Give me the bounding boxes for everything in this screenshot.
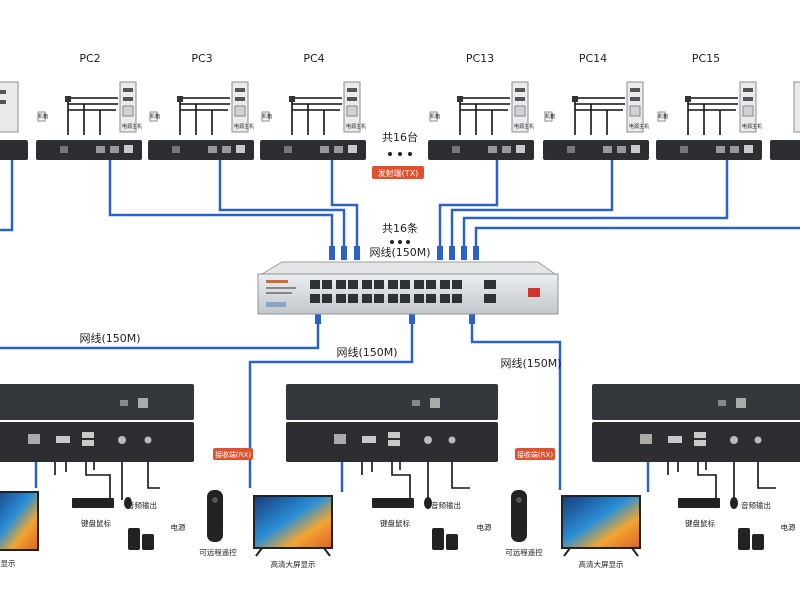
display-label: 高清大屏显示 [271,559,316,569]
rx-badge-label: 接收端(RX) [215,450,251,459]
ellipsis-icon [390,240,410,244]
display-label: 显示 [1,559,16,568]
power-label: 电源 [171,522,186,532]
remote-label: 可远程遥控 [505,547,543,557]
svg-text:机箱: 机箱 [658,113,668,120]
rj45-port-icon [640,434,652,444]
cable-plugs [315,246,479,324]
pc-unit: PC4 机箱 电源主机 [260,52,366,160]
switch-ports [310,280,496,303]
wall-outlet-icon [261,111,270,122]
pc-label: PC14 [579,52,607,65]
tx-badge [372,166,424,179]
remote-label: 可远程遥控 [199,547,237,557]
pc-label: PC3 [191,52,212,65]
svg-text:机箱: 机箱 [262,113,272,120]
remote-control: 可远程遥控 接收端(RX) [505,448,555,557]
link-label: 网线(150M) [500,356,561,370]
cable-label: 网线(150M) [369,245,430,259]
speaker-icon [432,528,444,550]
pc-unit [0,81,28,160]
pc-unit [770,81,800,160]
svg-text:电源主机: 电源主机 [234,123,254,130]
audio-label: 音频输出 [741,500,771,510]
rx-extender-top [592,384,800,420]
link-label: 网线(150M) [79,331,140,345]
remote-control: 可远程遥控 接收端(RX) [199,448,253,557]
pc-count-label: 共16台 [382,130,418,144]
rx-extender-top [286,384,498,420]
wall-outlet-icon [149,111,158,122]
speaker-icon [738,528,750,550]
svg-text:机箱: 机箱 [38,113,48,120]
wall-outlet-icon [657,111,666,122]
rj45-port-icon [28,434,40,444]
wall-outlet-icon [429,111,438,122]
pc-unit: PC15 机箱 电源主机 [656,52,762,160]
monitor-icon [0,491,39,551]
monitor-icon [561,495,641,549]
keyboard-label: 键盘鼠标 [380,518,410,528]
pc-unit: PC13 机箱 电源主机 [428,52,534,160]
svg-text:机箱: 机箱 [150,113,160,120]
svg-text:电源主机: 电源主机 [122,123,142,130]
keyboard-icon [372,498,414,508]
tx-extender [428,140,534,160]
keyboard-icon [678,498,720,508]
svg-text:电源主机: 电源主机 [742,123,762,130]
rx-badge [213,448,253,460]
svg-text:电源主机: 电源主机 [346,123,366,130]
mouse-icon [424,497,432,509]
tx-extender [543,140,649,160]
rx-extender-top [0,384,194,420]
receiver-unit: 键盘鼠标 音频输出 电源 高清大屏显示 [253,384,498,569]
rx-badge-label: 接收端(RX) [517,450,553,459]
svg-text:机箱: 机箱 [430,113,440,120]
rj45-port-icon [334,434,346,444]
keyboard-label: 键盘鼠标 [685,518,715,528]
pc-unit: PC14 机箱 电源主机 [543,52,649,160]
keyboard-icon [72,498,114,508]
tx-extender [36,140,142,160]
display-label: 高清大屏显示 [579,559,624,569]
tx-extender [656,140,762,160]
tx-extender [148,140,254,160]
receiver-unit: 键盘鼠标 音频输出 电源 显示 [0,384,194,568]
remote-icon [511,490,527,542]
audio-label: 音频输出 [431,500,461,510]
wall-outlet-icon [544,111,553,122]
pc-unit: PC3 机箱 电源主机 [148,52,254,160]
mouse-icon [730,497,738,509]
pc-label: PC15 [692,52,720,65]
mouse-icon [124,497,132,509]
link-label: 网线(150M) [336,345,397,359]
pc-label: PC13 [466,52,494,65]
audio-label: 音频输出 [127,500,157,510]
remote-icon [207,490,223,542]
keyboard-label: 键盘鼠标 [81,518,111,528]
tx-extender [260,140,366,160]
power-label: 电源 [477,522,492,532]
svg-text:机箱: 机箱 [545,113,555,120]
monitor-icon [253,495,333,549]
network-switch [257,261,559,315]
svg-text:电源主机: 电源主机 [514,123,534,130]
power-label: 电源 [781,522,796,532]
pc-label: PC4 [303,52,324,65]
tx-badge-label: 发射端(TX) [378,168,419,178]
cable-count-label: 共16条 [382,221,418,235]
svg-text:电源主机: 电源主机 [629,123,649,130]
receiver-unit: 键盘鼠标 音频输出 电源 高清大屏显示 [561,384,800,569]
rx-badge [515,448,555,460]
wall-outlet-icon [37,111,46,122]
ellipsis-icon [388,152,412,156]
rx-extender-bottom [0,422,194,462]
network-cables [0,160,800,492]
speaker-icon [128,528,140,550]
pc-unit: PC2 机箱 电源主机 [36,52,142,160]
pc-label: PC2 [79,52,100,65]
